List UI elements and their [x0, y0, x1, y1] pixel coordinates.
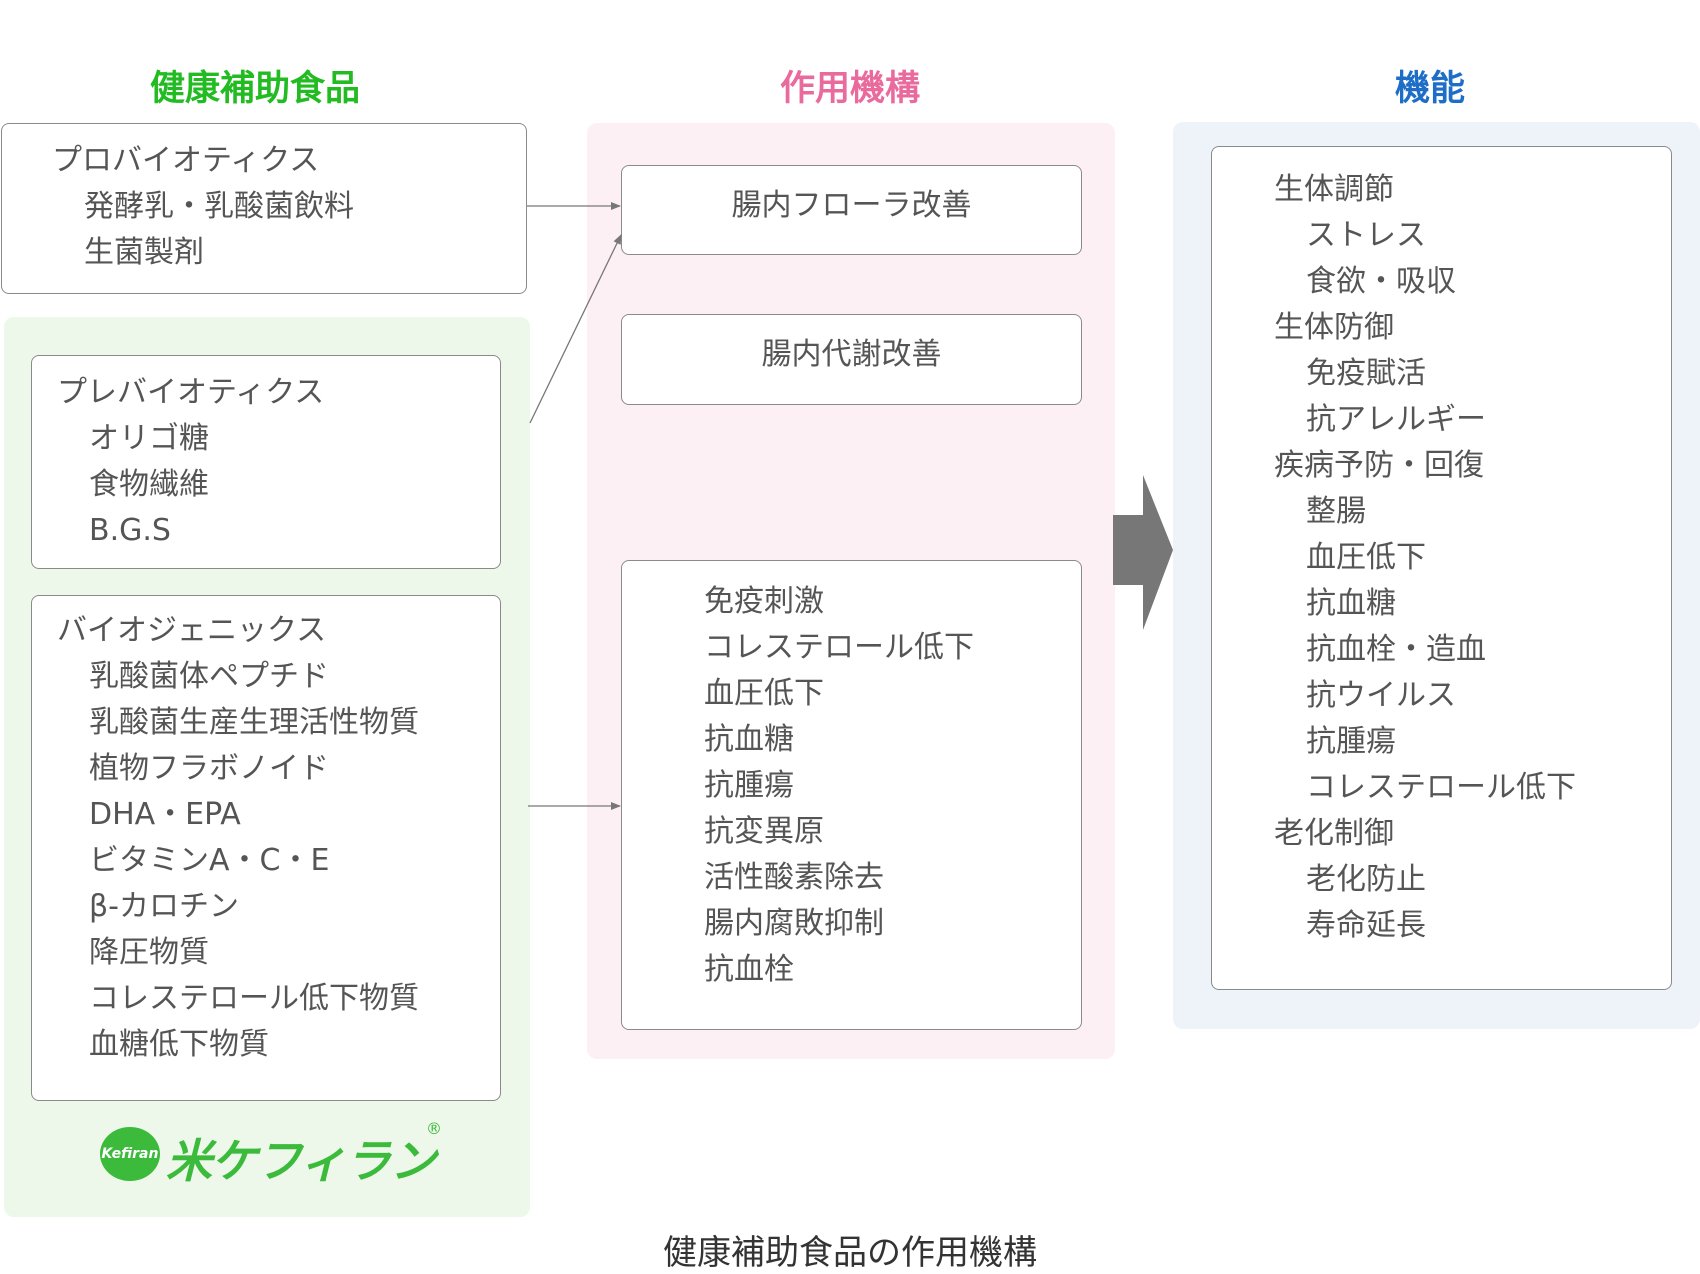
function-item: 血圧低下: [1306, 540, 1426, 575]
mechanism-header: 作用機構: [779, 69, 920, 109]
prebiotics-item: オリゴ糖: [89, 421, 209, 456]
effect-item: 血圧低下: [704, 676, 824, 711]
function-group-title: 老化制御: [1274, 816, 1394, 851]
function-item: コレステロール低下: [1306, 770, 1576, 805]
kefiran-logo-name: 米ケフィラン: [166, 1134, 436, 1188]
effect-item: 抗血糖: [704, 722, 794, 757]
biogenics-item: 植物フラボノイド: [89, 751, 329, 786]
function-group-title: 疾病予防・回復: [1274, 448, 1484, 483]
biogenics-item: 血糖低下物質: [89, 1027, 269, 1062]
probiotics-item: 生菌製剤: [84, 235, 204, 270]
function-item: 寿命延長: [1306, 908, 1426, 943]
function-item: 老化防止: [1306, 862, 1426, 897]
biogenics-item: ビタミンA・C・E: [89, 843, 330, 878]
flora-label: 腸内フローラ改善: [731, 188, 972, 223]
prebiotics-to-flora-arrow: [529, 234, 622, 424]
effect-item: 免疫刺激: [704, 584, 824, 619]
function-item: 抗ウイルス: [1306, 678, 1456, 713]
function-item: 抗腫瘍: [1306, 724, 1396, 759]
biogenics-box: バイオジェニックス 乳酸菌体ペプチド 乳酸菌生産生理活性物質 植物フラボノイド …: [31, 595, 501, 1101]
function-item: ストレス: [1306, 218, 1426, 253]
foods-header: 健康補助食品: [149, 69, 360, 109]
big-right-arrow-icon: [1113, 475, 1173, 630]
metabolism-box: 腸内代謝改善: [621, 314, 1082, 405]
probiotics-title: プロバイオティクス: [52, 143, 320, 178]
effect-item: 抗変異原: [704, 814, 824, 849]
kefiran-badge-icon: Kefiran: [100, 1127, 160, 1181]
biogenics-item: β-カロチン: [89, 889, 239, 924]
prebiotics-item: 食物繊維: [89, 467, 209, 502]
biogenics-item: DHA・EPA: [89, 797, 241, 832]
metabolism-label: 腸内代謝改善: [761, 337, 942, 372]
effects-box: 免疫刺激 コレステロール低下 血圧低下 抗血糖 抗腫瘍 抗変異原 活性酸素除去 …: [621, 560, 1082, 1030]
probiotics-box: プロバイオティクス 発酵乳・乳酸菌飲料 生菌製剤: [1, 123, 527, 294]
effect-item: 抗腫瘍: [704, 768, 794, 803]
function-item: 抗アレルギー: [1306, 402, 1486, 437]
prebiotics-title: プレバイオティクス: [57, 375, 325, 410]
figure-caption: 健康補助食品の作用機構: [663, 1233, 1037, 1273]
function-header: 機能: [1394, 69, 1465, 109]
biogenics-title: バイオジェニックス: [57, 613, 327, 648]
registered-mark: ®: [426, 1119, 442, 1138]
biogenics-item: 降圧物質: [89, 935, 209, 970]
biogenics-item: 乳酸菌生産生理活性物質: [89, 705, 419, 740]
biogenics-item: 乳酸菌体ペプチド: [89, 659, 329, 694]
function-item: 整腸: [1306, 494, 1366, 529]
probiotics-item: 発酵乳・乳酸菌飲料: [84, 189, 354, 224]
function-box: 生体調節 ストレス 食欲・吸収 生体防御 免疫賦活 抗アレルギー 疾病予防・回復…: [1211, 146, 1672, 990]
function-item: 抗血糖: [1306, 586, 1396, 621]
effect-item: コレステロール低下: [704, 630, 974, 665]
prebiotics-box: プレバイオティクス オリゴ糖 食物繊維 B.G.S: [31, 355, 501, 569]
effect-item: 活性酸素除去: [704, 860, 884, 895]
kefiran-logo: Kefiran 米ケフィラン ®: [100, 1119, 450, 1188]
function-group-title: 生体調節: [1274, 172, 1394, 207]
function-group-title: 生体防御: [1274, 310, 1394, 345]
biogenics-item: コレステロール低下物質: [89, 981, 419, 1016]
prebiotics-item: B.G.S: [89, 513, 171, 548]
function-item: 抗血栓・造血: [1306, 632, 1486, 667]
effect-item: 腸内腐敗抑制: [704, 906, 884, 941]
function-item: 免疫賦活: [1306, 356, 1426, 391]
function-item: 食欲・吸収: [1306, 264, 1456, 299]
flora-box: 腸内フローラ改善: [621, 165, 1082, 255]
effect-item: 抗血栓: [704, 952, 794, 987]
